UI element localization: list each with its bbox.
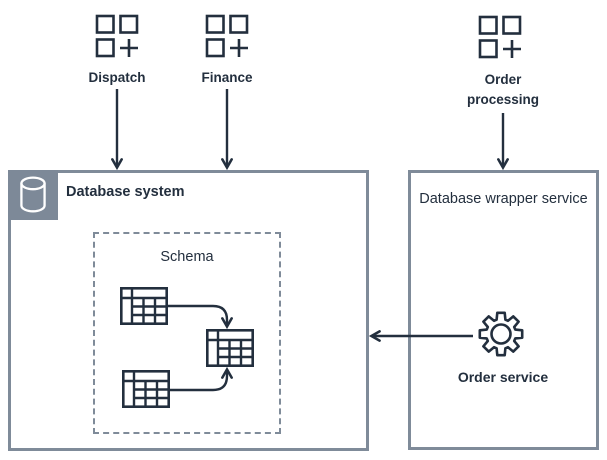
application-icon	[478, 15, 522, 59]
order-service-label: Order service	[457, 369, 549, 385]
table-icon	[122, 370, 170, 408]
application-icon	[205, 14, 249, 58]
schema-title: Schema	[160, 249, 214, 265]
table-icon	[120, 287, 168, 325]
app-label-order-processing: Order processing	[466, 72, 540, 107]
app-label-finance: Finance	[201, 70, 253, 85]
database-wrapper-service-box	[408, 170, 599, 450]
table-icon	[206, 329, 254, 367]
gear-icon	[478, 311, 524, 357]
database-wrapper-service-title: Database wrapper service	[419, 191, 588, 207]
database-icon	[20, 176, 46, 213]
database-system-title: Database system	[66, 184, 185, 200]
app-label-dispatch: Dispatch	[88, 70, 146, 85]
application-icon	[95, 14, 139, 58]
database-badge	[8, 170, 58, 220]
